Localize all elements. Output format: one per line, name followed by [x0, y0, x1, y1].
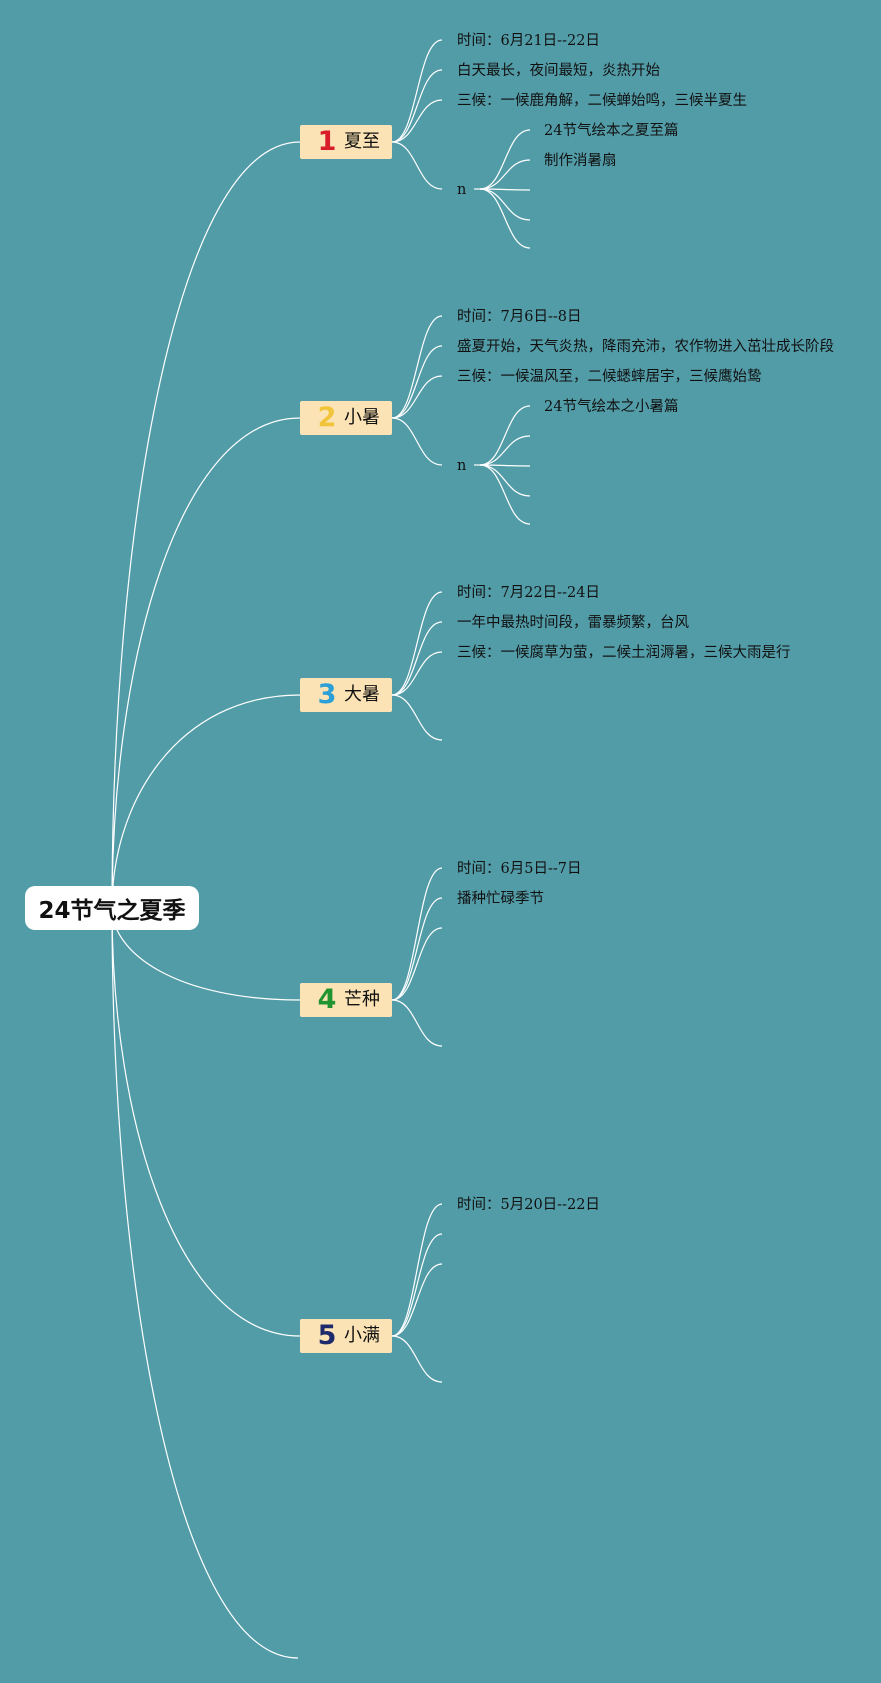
sub-fan-2-connector-2	[479, 435, 531, 466]
branch-1-sub-item[interactable]: 制作消暑扇	[544, 153, 617, 169]
branch-label-1: 夏至	[344, 131, 380, 152]
root-connector-5	[111, 907, 301, 1337]
branch-2-connector-2	[391, 345, 443, 419]
branch-2-connector-4	[391, 417, 443, 466]
branch-5-detail-time[interactable]: 时间：5月20日--22日	[457, 1197, 600, 1213]
branch-node-1[interactable]: 1 夏至	[300, 125, 392, 159]
branch-4-connector-4	[391, 999, 443, 1047]
sub-fan-1-connector-5	[479, 188, 531, 249]
branch-2-connector-1	[391, 315, 443, 419]
branch-number-4: 4	[317, 984, 337, 1015]
sub-fan-2-connector-5	[479, 464, 531, 525]
branch-label-4: 芒种	[344, 989, 380, 1010]
branch-3-detail-phenology[interactable]: 三候：一候腐草为萤，二候土润溽暑，三候大雨是行	[457, 645, 791, 661]
root-connector-3	[111, 694, 301, 909]
branch-label-5: 小满	[344, 1325, 380, 1346]
branch-2-detail-feature[interactable]: 盛夏开始，天气炎热，降雨充沛，农作物进入茁壮成长阶段	[457, 339, 834, 355]
branch-number-5: 5	[317, 1320, 337, 1351]
branch-1-connector-4	[391, 141, 443, 190]
branch-4-connector-3	[391, 927, 443, 1001]
branch-5-connector-2	[391, 1233, 443, 1337]
branch-2-connector-3	[391, 375, 443, 419]
branch-5-connector-3	[391, 1263, 443, 1337]
branch-3-detail-time[interactable]: 时间：7月22日--24日	[457, 585, 600, 601]
root-connector-1	[111, 141, 301, 909]
branch-4-detail-time[interactable]: 时间：6月5日--7日	[457, 861, 582, 877]
branch-2-sub-item[interactable]: 24节气绘本之小暑篇	[544, 399, 679, 415]
branch-1-detail-phenology[interactable]: 三候：一候鹿角解，二候蝉始鸣，三候半夏生	[457, 93, 747, 109]
branch-number-3: 3	[317, 679, 337, 710]
branch-node-2[interactable]: 2 小暑	[300, 401, 392, 435]
branch-node-3[interactable]: 3 大暑	[300, 678, 392, 712]
branch-3-connector-4	[391, 694, 443, 741]
branch-3-detail-feature[interactable]: 一年中最热时间段，雷暴频繁，台风	[457, 615, 689, 631]
branch-3-connector-2	[391, 621, 443, 696]
branch-1-sub-item[interactable]: 24节气绘本之夏至篇	[544, 123, 679, 139]
branch-2-sub-label[interactable]: n	[457, 458, 467, 474]
branch-1-connector-1	[391, 39, 443, 143]
branch-node-4[interactable]: 4 芒种	[300, 983, 392, 1017]
branch-4-connector-1	[391, 867, 443, 1001]
sub-fan-2-connector-4	[479, 464, 531, 497]
branch-2-detail-time[interactable]: 时间：7月6日--8日	[457, 309, 582, 325]
root-connector-empty	[111, 907, 299, 1659]
branch-4-detail-feature[interactable]: 播种忙碌季节	[457, 891, 544, 907]
branch-label-2: 小暑	[344, 407, 380, 428]
branch-number-2: 2	[317, 402, 337, 433]
branch-1-connector-3	[391, 99, 443, 143]
root-connector-2	[111, 417, 301, 909]
branch-3-connector-3	[391, 651, 443, 696]
sub-fan-1-connector-1	[479, 129, 531, 190]
sub-fan-1-connector-4	[479, 188, 531, 221]
branch-1-detail-feature[interactable]: 白天最长，夜间最短，炎热开始	[457, 63, 660, 79]
branch-number-1: 1	[317, 126, 337, 157]
sub-fan-1-connector-2	[479, 159, 531, 190]
branch-1-connector-2	[391, 69, 443, 143]
branch-4-connector-2	[391, 897, 443, 1001]
root-node[interactable]: 24节气之夏季	[25, 886, 199, 930]
sub-fan-2-connector-1	[479, 405, 531, 466]
branch-2-detail-phenology[interactable]: 三候：一候温风至，二候蟋蟀居宇，三候鹰始鸷	[457, 369, 762, 385]
branch-label-3: 大暑	[344, 684, 380, 705]
branch-3-connector-1	[391, 591, 443, 696]
branch-5-connector-4	[391, 1335, 443, 1383]
branch-1-sub-label[interactable]: n	[457, 182, 467, 198]
branch-1-detail-time[interactable]: 时间：6月21日--22日	[457, 33, 600, 49]
root-title: 24节气之夏季	[38, 898, 186, 924]
branch-5-connector-1	[391, 1203, 443, 1337]
branch-node-5[interactable]: 5 小满	[300, 1319, 392, 1353]
